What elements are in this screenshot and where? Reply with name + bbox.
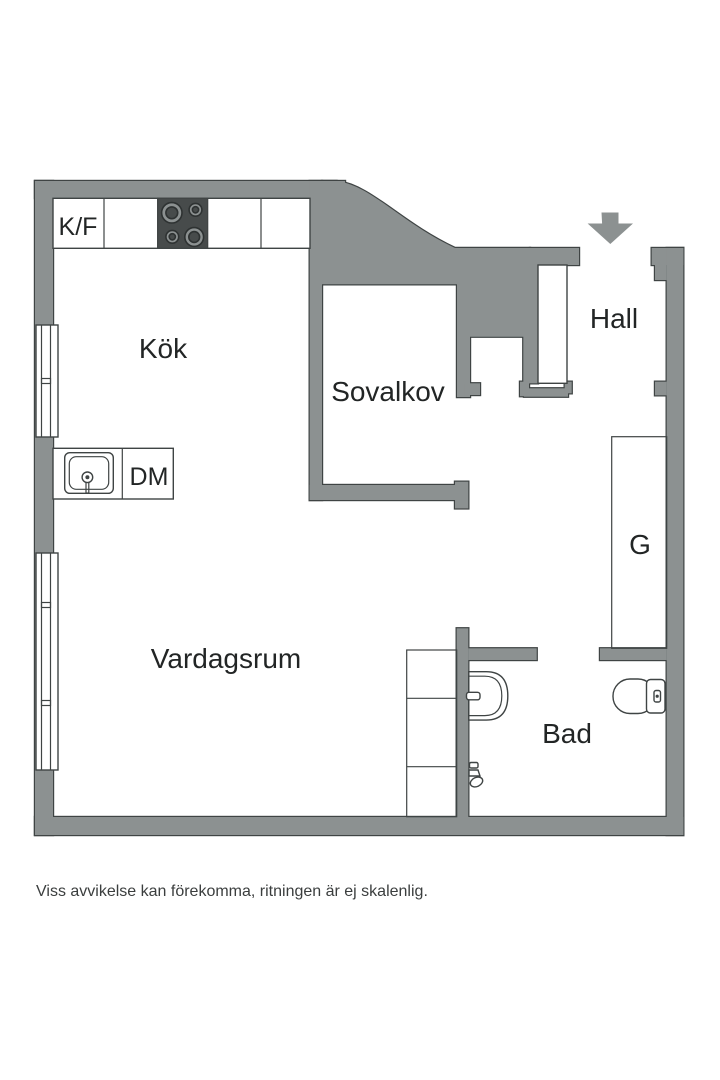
window-transom <box>40 377 52 385</box>
shower-mixer-body <box>468 769 481 777</box>
stove-burner <box>165 206 179 220</box>
window-symbol <box>35 552 59 771</box>
fixture-label-fridge-freezer: K/F <box>59 213 98 241</box>
washbasin-icon <box>468 671 509 721</box>
room-label-kok: Kök <box>139 333 188 364</box>
shower-mixer-head <box>469 776 484 788</box>
room-label-sovalkov: Sovalkov <box>331 376 445 407</box>
room-label-bad: Bad <box>542 718 592 749</box>
washbasin <box>465 671 509 721</box>
fixture-label-wardrobe: G <box>629 529 651 560</box>
toilet-button-dot <box>655 694 659 698</box>
window-upper <box>35 324 59 438</box>
window-lower <box>35 552 59 771</box>
shower-mixer <box>468 761 484 788</box>
washbasin-tap <box>465 691 481 701</box>
cabinet-outline <box>406 649 458 818</box>
door-leaf-symbol <box>537 264 568 385</box>
kitchen-sink-tap-dot <box>85 475 90 480</box>
window-symbol <box>35 324 59 438</box>
shower-mixer-icon <box>468 761 479 769</box>
entrance-arrow-icon <box>587 212 633 244</box>
room-label-hall: Hall <box>590 303 638 334</box>
wardrobe-outline <box>611 436 668 649</box>
toilet <box>612 678 666 715</box>
kitchen-counter <box>52 197 311 250</box>
cabinet-column <box>406 649 458 818</box>
room-label-vardagsrum: Vardagsrum <box>151 643 301 674</box>
window-transom <box>40 699 52 707</box>
washbasin-inner <box>468 675 503 717</box>
stove-burner <box>188 230 201 244</box>
window-transom <box>40 601 52 609</box>
fixture-label-dishwasher: DM <box>130 463 169 491</box>
stove-burner <box>191 205 200 214</box>
stove-burner <box>168 232 177 241</box>
sink-counter <box>52 447 175 500</box>
disclaimer-text: Viss avvikelse kan förekomma, ritningen … <box>36 883 428 900</box>
